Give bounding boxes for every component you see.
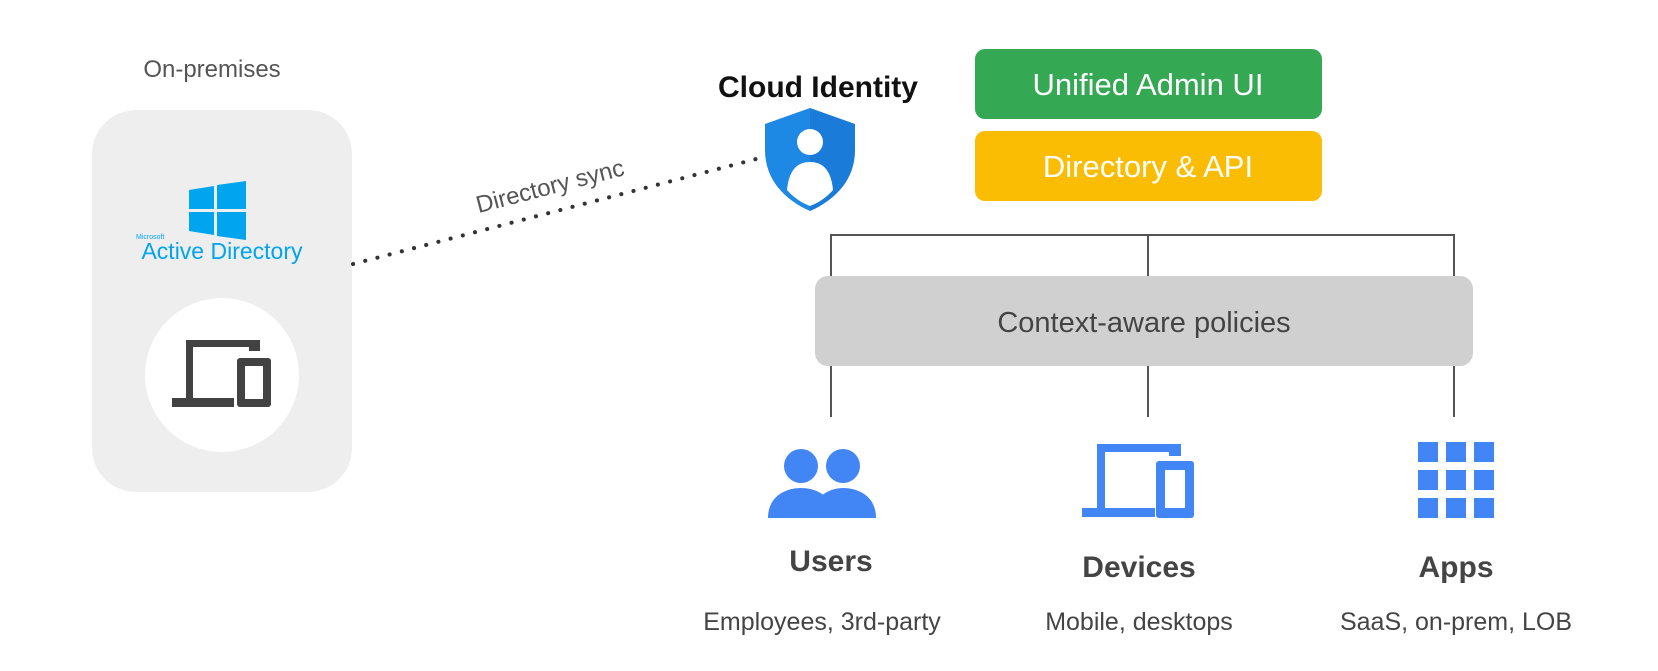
microsoft-small-label: Microsoft (136, 234, 164, 241)
devices-icon (172, 340, 271, 407)
unified-admin-ui-label: Unified Admin UI (1033, 67, 1264, 102)
apps-subtitle: SaaS, on-prem, LOB (1340, 608, 1572, 636)
directory-api-box (975, 131, 1322, 201)
users-subtitle: Employees, 3rd-party (703, 608, 941, 636)
users-title: Users (789, 545, 872, 578)
cloud-identity-title: Cloud Identity (718, 71, 918, 104)
windows-logo-icon (189, 181, 246, 240)
unified-admin-ui-box (975, 49, 1322, 119)
users-icon (768, 449, 876, 518)
shield-user-icon (765, 108, 855, 211)
devices-icon (1082, 444, 1194, 518)
active-directory-label: Active Directory (141, 238, 303, 264)
connector-lines (830, 234, 1455, 417)
apps-grid-icon (1418, 442, 1494, 518)
directory-sync-label: Directory sync (473, 155, 627, 219)
on-premises-title: On-premises (143, 56, 280, 83)
apps-title: Apps (1419, 551, 1494, 584)
device-icon-circle (145, 298, 299, 452)
devices-subtitle: Mobile, desktops (1045, 608, 1233, 636)
context-aware-policies-label: Context-aware policies (997, 307, 1290, 339)
directory-api-label: Directory & API (1043, 149, 1253, 184)
context-aware-policies-box (815, 276, 1473, 366)
devices-title: Devices (1082, 551, 1195, 584)
